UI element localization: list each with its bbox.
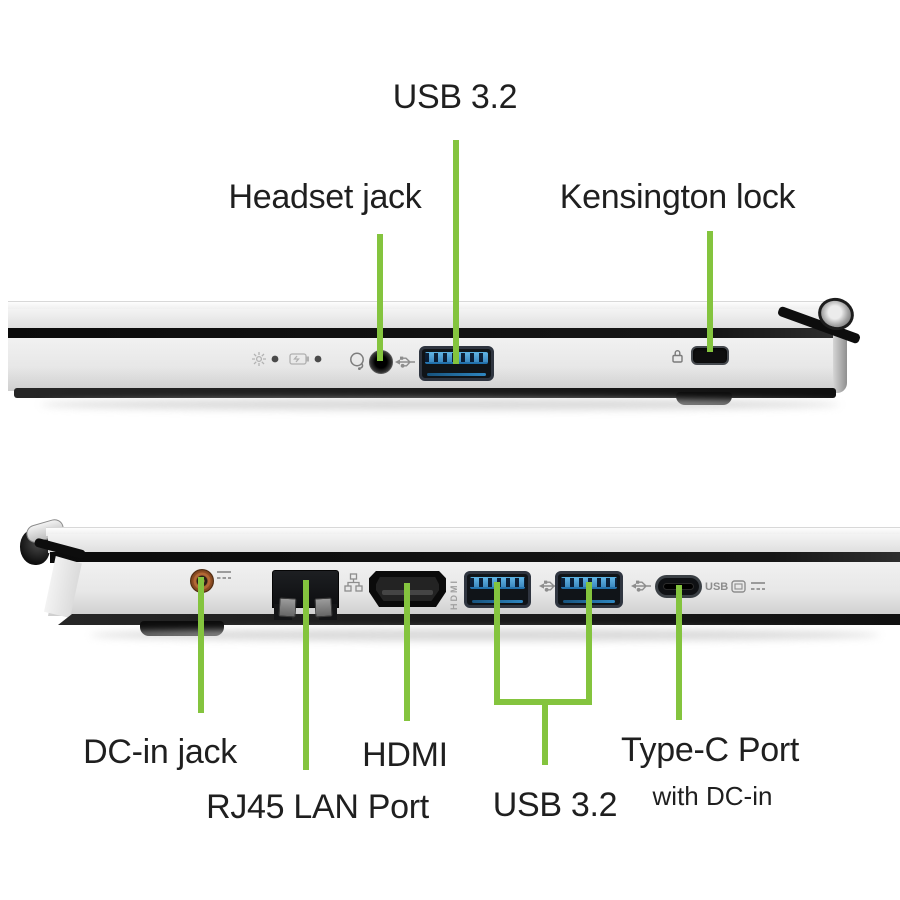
callout-line-rj45 [303, 580, 309, 770]
usb-glint [427, 373, 486, 376]
label-usb32-top: USB 3.2 [392, 78, 518, 116]
label-type-c-port: Type-C Port [620, 731, 800, 769]
label-kensington-lock: Kensington lock [559, 178, 796, 216]
top-lid-side [8, 309, 842, 329]
lan-icon [344, 573, 363, 592]
bottom-shadow [90, 629, 880, 641]
usb-logo-icon: USB [705, 580, 768, 593]
label-hdmi: HDMI [362, 736, 448, 774]
callout-line-headset [377, 234, 383, 361]
callout-line-usb32-top [453, 140, 459, 364]
rj45-clip-left [278, 597, 297, 618]
hdmi-chassis-text: HDMI [449, 579, 459, 610]
bottom-lid-gap [50, 552, 900, 563]
bottom-lid-surface [46, 527, 900, 536]
callout-line-dc-in [198, 577, 204, 713]
label-dc-in-jack: DC-in jack [83, 733, 237, 771]
top-bottom-edge [14, 388, 836, 398]
dc-symbol-icon [217, 571, 231, 579]
rj45-clip-right [314, 597, 333, 618]
usb-trident-icon [395, 356, 415, 368]
usb-logo-box-icon [731, 580, 746, 593]
callout-line-usb1 [494, 582, 500, 703]
laptop-top-view [8, 293, 862, 410]
callout-line-usb-stem [542, 703, 548, 765]
label-headset-jack: Headset jack [228, 178, 422, 216]
usb-logo-text: USB [705, 580, 729, 593]
usb-trident-icon [631, 580, 651, 592]
kensington-lock-icon [672, 350, 683, 363]
top-lid-surface [8, 301, 840, 311]
callout-line-kensington [707, 231, 713, 352]
headset-icon [350, 352, 364, 370]
power-battery-led-icons [252, 352, 322, 366]
bottom-bottom-edge [58, 614, 900, 625]
laptop-bottom-view: HDMI [0, 460, 900, 680]
label-rj45-lan-port: RJ45 LAN Port [206, 788, 429, 826]
bottom-lid-side [48, 534, 900, 553]
top-right-edge [833, 331, 847, 393]
label-type-c-sublabel: with DC-in [652, 781, 773, 811]
label-usb32-bottom: USB 3.2 [492, 786, 618, 824]
top-lid-gap [8, 328, 840, 339]
dc-symbol-icon [751, 582, 766, 590]
callout-line-usb-bridge [494, 699, 592, 705]
top-shadow [40, 399, 840, 410]
callout-line-usb2 [586, 582, 592, 703]
callout-line-hdmi [404, 583, 410, 721]
callout-line-type-c [676, 585, 682, 720]
